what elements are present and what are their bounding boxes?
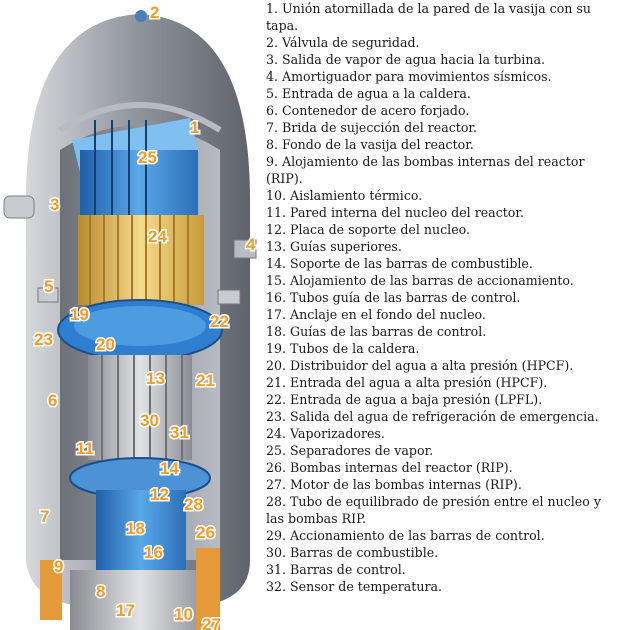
legend-item-11: 11. Pared interna del nucleo del reactor… <box>266 205 525 220</box>
legend-item-13: 13. Guías superiores. <box>266 239 402 254</box>
callout-5: 5 <box>44 277 53 296</box>
callout-11: 11 <box>76 439 94 458</box>
callout-14: 14 <box>160 459 179 478</box>
callout-18: 18 <box>126 519 145 538</box>
callout-22: 22 <box>210 312 229 331</box>
legend-item-17: 17. Anclaje en el fondo del nucleo. <box>266 307 486 322</box>
legend-item-19: 19. Tubos de la caldera. <box>266 341 420 356</box>
legend-item-1: 1. Unión atornillada de la pared de la v… <box>266 1 591 33</box>
reactor-cutaway-diagram: 1 2 3 4 5 6 7 8 9 10 11 12 13 14 16 17 1… <box>3 2 258 630</box>
callout-2: 2 <box>150 3 159 22</box>
callout-24: 24 <box>148 227 167 246</box>
rip-motor-housing <box>196 548 220 630</box>
vessel-dome-rim <box>58 102 222 133</box>
legend-item-23: 23. Salida del agua de refrigeración de … <box>266 409 599 424</box>
callout-26: 26 <box>196 523 215 542</box>
callout-16: 16 <box>144 543 163 562</box>
callout-12: 12 <box>150 485 169 504</box>
callout-27: 27 <box>202 615 221 630</box>
callout-28: 28 <box>184 495 203 514</box>
legend-item-31: 31. Barras de control. <box>266 562 406 577</box>
legend-item-16: 16. Tubos guía de las barras de control. <box>266 290 521 305</box>
legend-item-21: 21. Entrada del agua a alta presión (HPC… <box>266 375 548 390</box>
legend-item-28: 28. Tubo de equilibrado de presión entre… <box>266 494 601 526</box>
legend-item-6: 6. Contenedor de acero forjado. <box>266 103 470 118</box>
callout-1: 1 <box>190 118 199 137</box>
legend-item-4: 4. Amortiguador para movimientos sísmico… <box>266 69 552 84</box>
legend-item-3: 3. Salida de vapor de agua hacia la turb… <box>266 52 545 67</box>
legend-item-12: 12. Placa de soporte del nucleo. <box>266 222 471 237</box>
callout-labels: 1 2 3 4 5 6 7 8 9 10 11 12 13 14 16 17 1… <box>33 2 258 630</box>
callout-17: 17 <box>116 601 135 620</box>
callout-13: 13 <box>146 369 165 388</box>
bottom-penetrations <box>70 570 210 630</box>
legend-item-9: 9. Alojamiento de las bombas internas de… <box>266 154 585 186</box>
callout-23: 23 <box>34 330 53 349</box>
callout-21: 21 <box>196 371 215 390</box>
callout-20: 20 <box>96 335 115 354</box>
callout-19: 19 <box>70 305 89 324</box>
legend-item-8: 8. Fondo de la vasija del reactor. <box>266 137 474 152</box>
legend-item-18: 18. Guías de las barras de control. <box>266 324 487 339</box>
steam-dryers <box>78 215 204 305</box>
callout-31: 31 <box>170 423 189 442</box>
legend-item-32: 32. Sensor de temperatura. <box>266 579 443 594</box>
legend-item-27: 27. Motor de las bombas internas (RIP). <box>266 477 522 492</box>
legend-item-26: 26. Bombas internas del reactor (RIP). <box>266 460 513 475</box>
legend-item-22: 22. Entrada de agua a baja presión (LPFL… <box>266 392 543 407</box>
legend-item-15: 15. Alojamiento de las barras de acciona… <box>266 273 574 288</box>
legend-item-20: 20. Distribuidor del agua a alta presión… <box>266 358 574 373</box>
callout-3: 3 <box>50 195 59 214</box>
lpfl-inlet-nozzle <box>217 289 241 305</box>
legend-item-25: 25. Separadores de vapor. <box>266 443 434 458</box>
legend-item-29: 29. Accionamiento de las barras de contr… <box>266 528 545 543</box>
steam-outlet-nozzle <box>3 195 35 219</box>
callout-7: 7 <box>40 507 49 526</box>
safety-valve <box>135 10 147 22</box>
legend-item-7: 7. Brida de sujección del reactor. <box>266 120 478 135</box>
seismic-damper <box>233 239 257 259</box>
callout-10: 10 <box>174 605 193 624</box>
legend-item-30: 30. Barras de combustible. <box>266 545 439 560</box>
callout-9: 9 <box>54 557 63 576</box>
legend-list: 1. Unión atornillada de la pared de la v… <box>266 0 618 595</box>
callout-30: 30 <box>140 411 159 430</box>
callout-4: 4 <box>246 235 256 254</box>
legend-item-14: 14. Soporte de las barras de combustible… <box>266 256 533 271</box>
rip-motor-housing-left <box>40 560 62 620</box>
legend-item-10: 10. Aislamiento térmico. <box>266 188 423 203</box>
control-rod-guide-tubes <box>96 490 186 570</box>
callout-6: 6 <box>48 391 57 410</box>
feedwater-inlet-nozzle <box>37 287 59 303</box>
callout-25: 25 <box>138 148 157 167</box>
legend-item-5: 5. Entrada de agua a la caldera. <box>266 86 471 101</box>
fuel-rods <box>88 355 192 460</box>
callout-8: 8 <box>96 582 105 601</box>
legend-item-2: 2. Válvula de seguridad. <box>266 35 420 50</box>
legend-item-24: 24. Vaporizadores. <box>266 426 385 441</box>
steam-separators <box>72 118 198 220</box>
